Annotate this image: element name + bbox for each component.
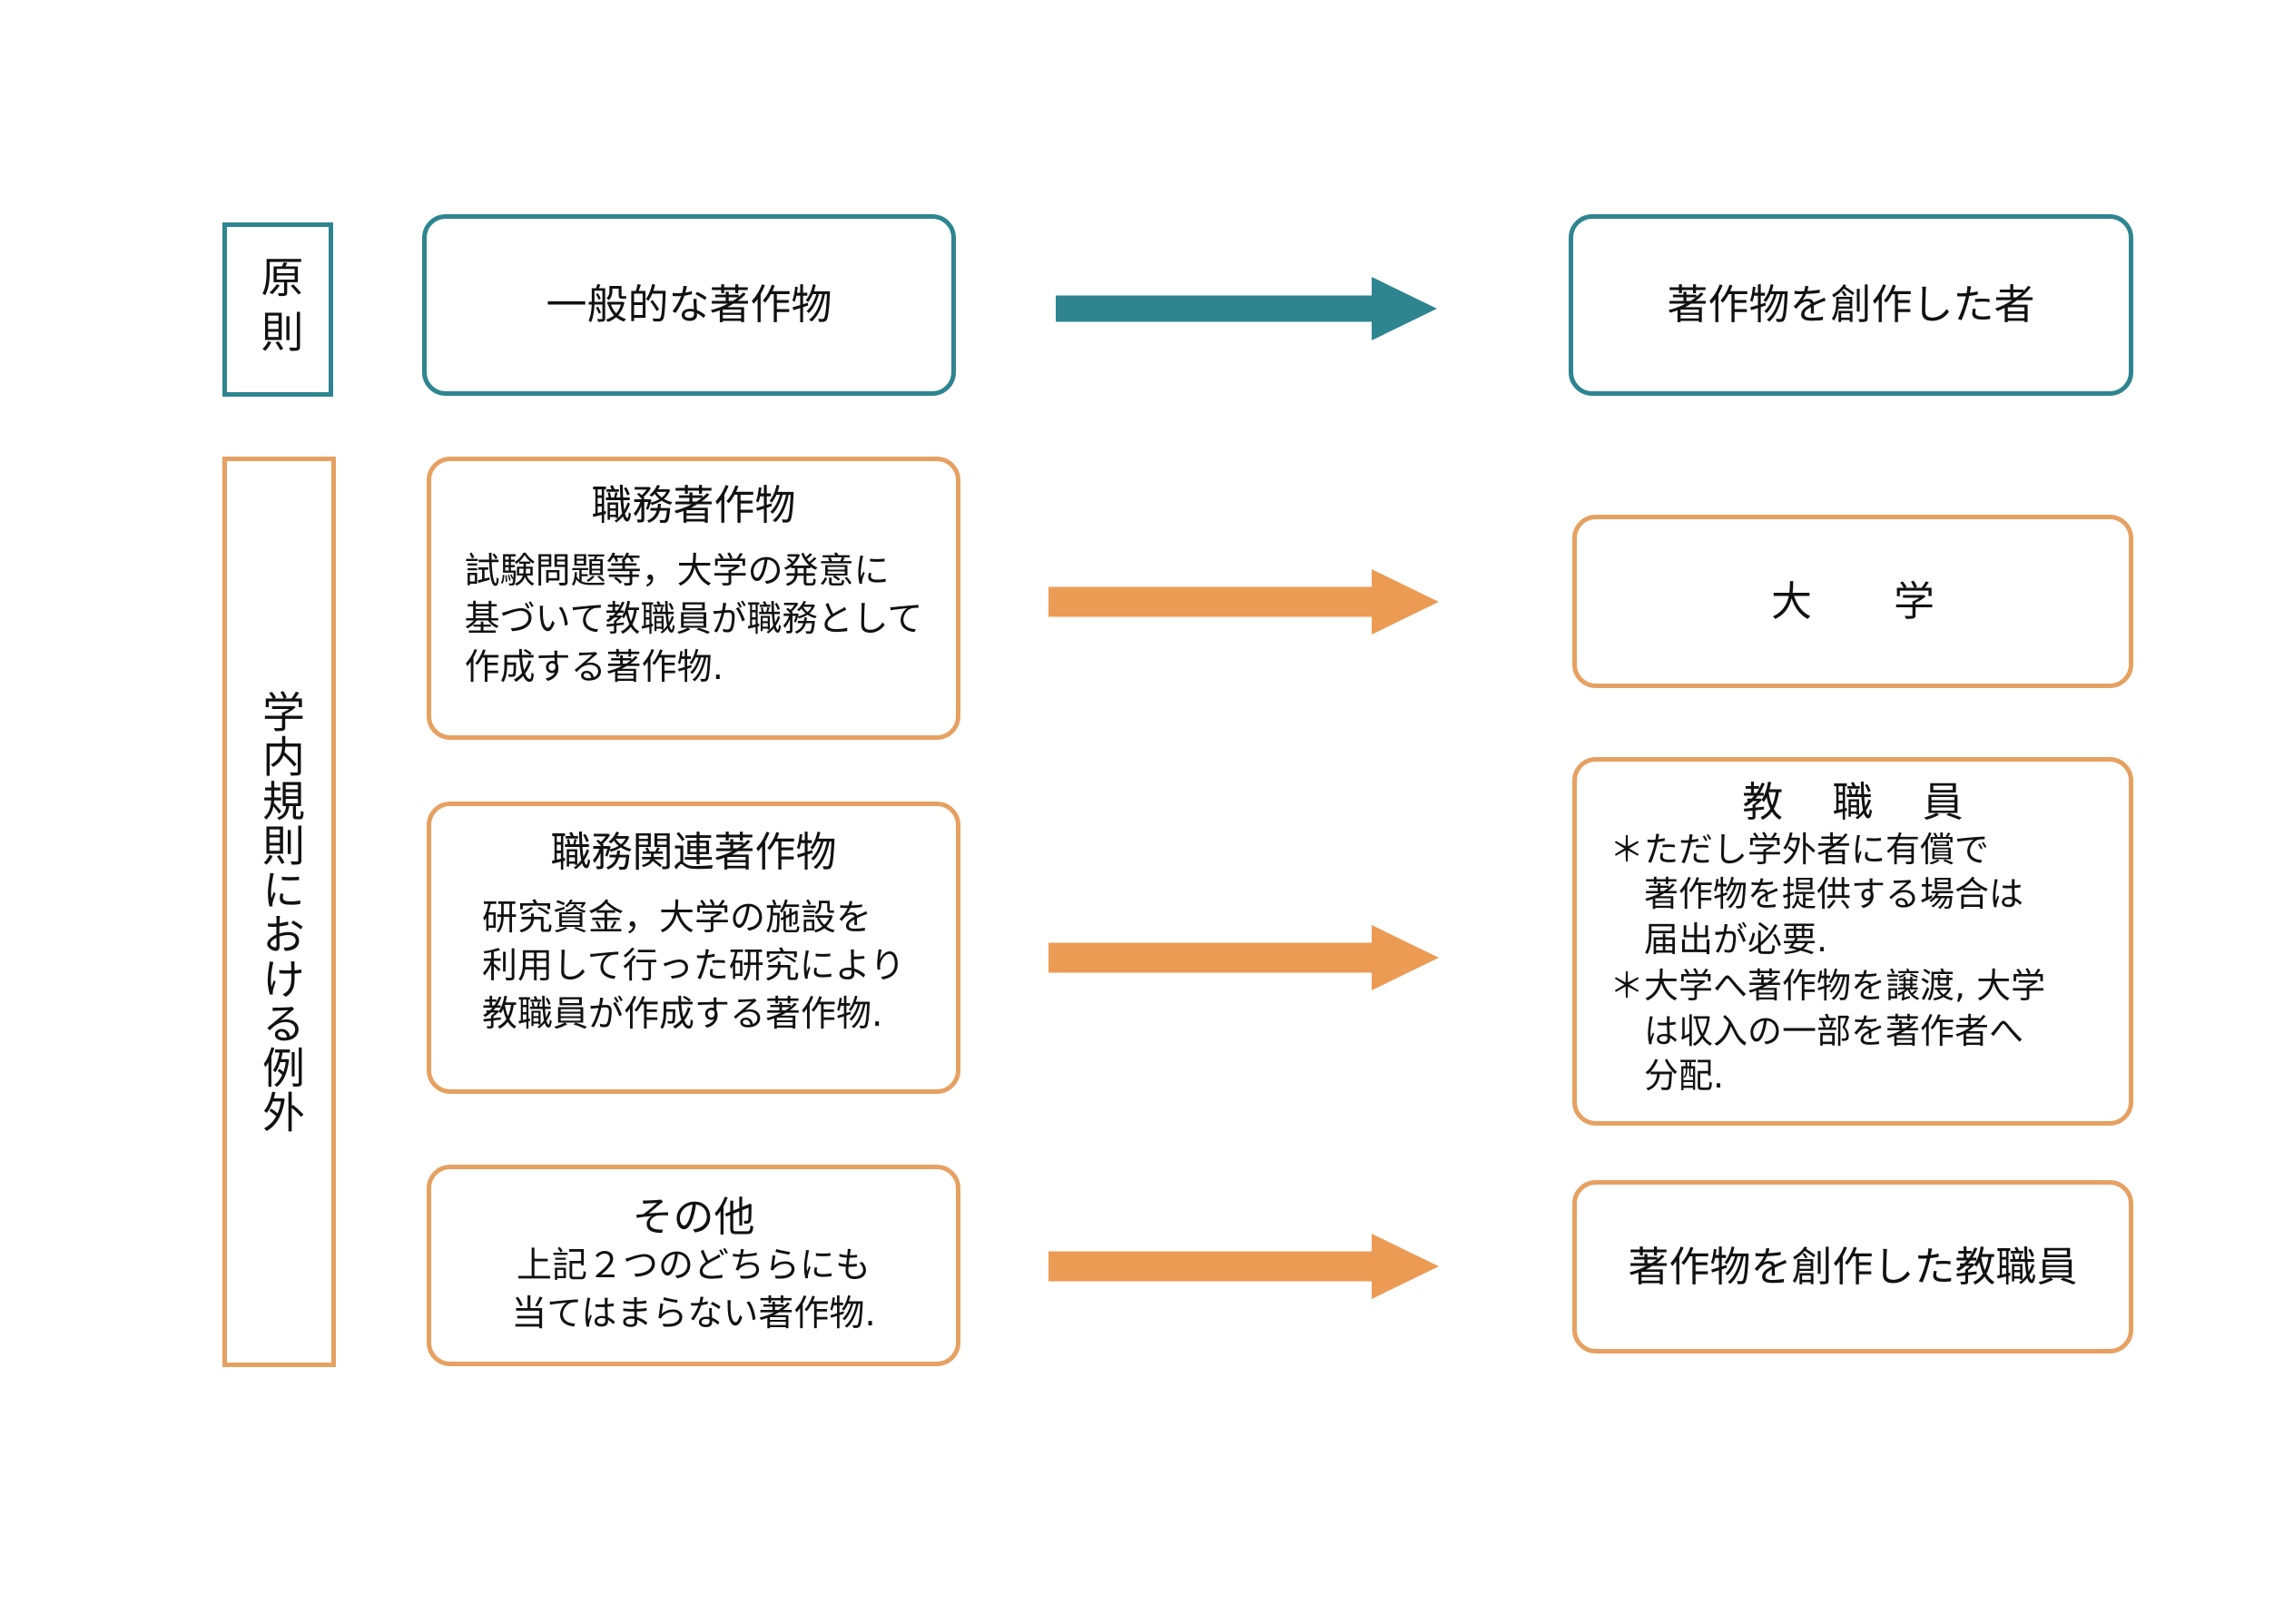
source-box-general-works-content: 一般的な著作物 (427, 219, 951, 391)
target-title-university: 大 学 (1770, 576, 1935, 625)
target-notes-staff: ＊ ただし学外者に有償で 著作物を提供する場合は 届出が必要. ＊ 大学へ著作物… (1610, 826, 2045, 1098)
target-title-creator-staff: 著作物を創作した教職員 (1628, 1242, 2078, 1291)
target-box-staff-content: 教 職 員 ＊ ただし学外者に有償で 著作物を提供する場合は 届出が必要. ＊ … (1577, 762, 2129, 1121)
source-box-other: その他 上記２つのどちらにも 当てはまらない著作物. (427, 1165, 960, 1366)
source-box-other-content: その他 上記２つのどちらにも 当てはまらない著作物. (431, 1169, 956, 1362)
target-box-creator-content: 著作物を創作した者 (1573, 219, 2129, 391)
staff-note-item: ＊ 大学へ著作物を譲渡, 大学 は収入の一部を著作者へ 分配. (1610, 964, 2045, 1098)
target-box-university: 大 学 (1572, 515, 2133, 688)
source-body-other: 上記２つのどちらにも 当てはまらない著作物. (511, 1245, 876, 1334)
target-box-university-content: 大 学 (1577, 519, 2129, 684)
source-body-work-for-hire: 試験問題等，大学の発意に 基づいて教職員が職務として 作成する著作物. (464, 551, 923, 689)
right-arrow-orange-work-related (1048, 925, 1439, 990)
source-title-general-works: 一般的な著作物 (546, 281, 832, 330)
source-box-general-works: 一般的な著作物 (422, 214, 956, 396)
target-title-staff: 教 職 員 (1742, 778, 1982, 826)
source-title-work-related: 職務関連著作物 (550, 828, 837, 876)
target-title-creator: 著作物を創作した者 (1667, 281, 2035, 330)
staff-note-text: ただし学外者に有償で 著作物を提供する場合は 届出が必要. (1644, 830, 2024, 960)
source-body-work-related: 研究資金，大学の施設を 利用して行った研究により 教職員が作成する著作物. (481, 898, 906, 1036)
source-title-other: その他 (632, 1193, 755, 1242)
category-label-principle: 原則 (222, 222, 333, 397)
target-box-creator: 著作物を創作した者 (1569, 214, 2133, 396)
right-arrow-teal-principle (1056, 277, 1437, 340)
target-box-staff: 教 職 員 ＊ ただし学外者に有償で 著作物を提供する場合は 届出が必要. ＊ … (1572, 757, 2133, 1126)
right-arrow-orange-work-for-hire (1048, 569, 1439, 635)
target-box-creator-staff-content: 著作物を創作した教職員 (1577, 1185, 2129, 1349)
right-arrow-orange-other (1048, 1234, 1439, 1299)
category-label-principle-text: 原則 (252, 255, 303, 364)
target-box-creator-staff: 著作物を創作した教職員 (1572, 1180, 2133, 1353)
source-box-work-for-hire: 職務著作物 試験問題等，大学の発意に 基づいて教職員が職務として 作成する著作物… (427, 457, 960, 740)
staff-note-text: 大学へ著作物を譲渡, 大学 は収入の一部を著作者へ 分配. (1644, 966, 2046, 1097)
staff-note-item: ＊ ただし学外者に有償で 著作物を提供する場合は 届出が必要. (1610, 828, 2045, 962)
source-box-work-related-content: 職務関連著作物 研究資金，大学の施設を 利用して行った研究により 教職員が作成す… (431, 806, 956, 1089)
source-box-work-for-hire-content: 職務著作物 試験問題等，大学の発意に 基づいて教職員が職務として 作成する著作物… (431, 461, 956, 735)
asterisk-marker: ＊ (1610, 966, 1645, 1007)
asterisk-marker: ＊ (1610, 830, 1645, 871)
category-label-internal-rules-exceptions: 学内規則における例外 (222, 457, 336, 1367)
source-box-work-related: 職務関連著作物 研究資金，大学の施設を 利用して行った研究により 教職員が作成す… (427, 802, 960, 1094)
category-label-internal-rules-exceptions-text: 学内規則における例外 (254, 689, 304, 1135)
source-title-work-for-hire: 職務著作物 (591, 481, 796, 529)
